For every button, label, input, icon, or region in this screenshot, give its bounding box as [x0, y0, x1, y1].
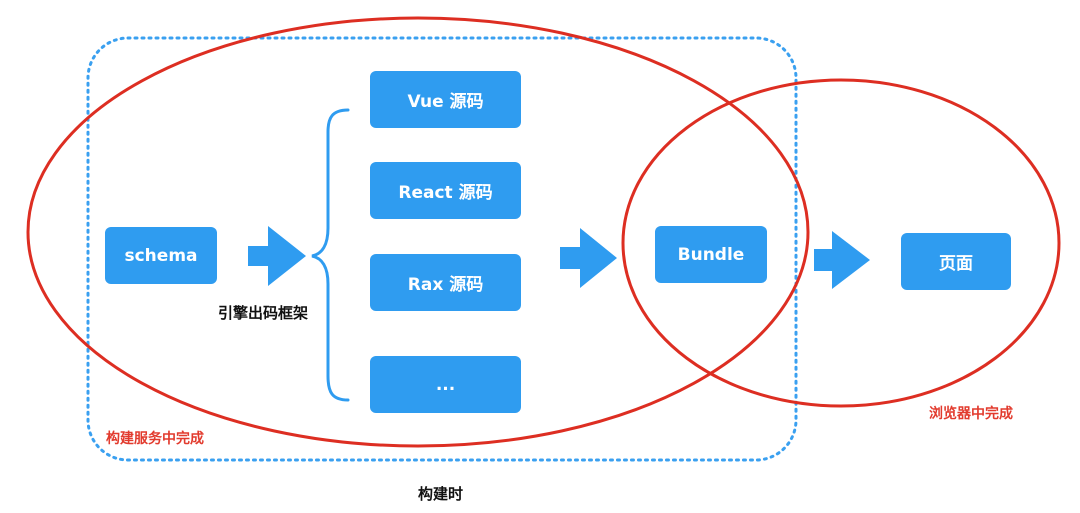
rax-source-node: Rax 源码 [370, 254, 521, 311]
bundle-node: Bundle [655, 226, 767, 283]
browser-ellipse [621, 78, 1061, 408]
arrow-bundle-to-page [814, 231, 870, 289]
build-time-region [86, 36, 798, 462]
browser-label: 浏览器中完成 [929, 406, 1013, 422]
more-source-node: ... [370, 356, 521, 413]
schema-node: schema [105, 227, 217, 284]
react-source-node: React 源码 [370, 162, 521, 219]
build-time-label: 构建时 [418, 485, 464, 503]
build-service-label: 构建服务中完成 [106, 431, 204, 447]
engine-framework-label: 引擎出码框架 [218, 304, 309, 322]
arrow-schema-to-sources [248, 226, 306, 286]
arrow-sources-to-bundle [560, 228, 617, 288]
build-service-ellipse [26, 16, 810, 448]
vue-source-node: Vue 源码 [370, 71, 521, 128]
page-node: 页面 [901, 233, 1011, 290]
engine-brace [311, 108, 350, 402]
